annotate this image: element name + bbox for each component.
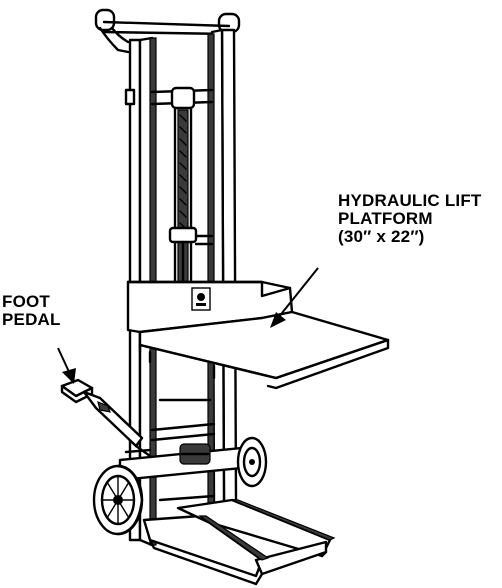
platform-label-line1: HYDRAULIC LIFT [338, 191, 482, 210]
platform-callout: HYDRAULIC LIFT PLATFORM (30″ x 22″) [338, 191, 482, 246]
foot-pedal [60, 378, 152, 458]
base-frame [118, 398, 264, 502]
handle [94, 8, 241, 54]
hydraulic-cylinder [168, 86, 214, 302]
lift-platform [126, 280, 390, 390]
arrow-down-right-icon [57, 347, 76, 384]
foot-pedal-label-line1: FOOT [2, 292, 50, 311]
foot-pedal-callout: FOOT PEDAL [2, 292, 61, 329]
platform-label-line2: PLATFORM [338, 209, 433, 228]
left-wheel [92, 464, 144, 536]
arrow-down-left-icon [270, 267, 319, 328]
right-wheel [236, 436, 268, 488]
foot-pedal-label-line2: PEDAL [2, 310, 61, 329]
platform-size-label: (30″ x 22″) [338, 227, 425, 246]
warning-label-icon [191, 287, 211, 311]
forks [142, 498, 336, 586]
